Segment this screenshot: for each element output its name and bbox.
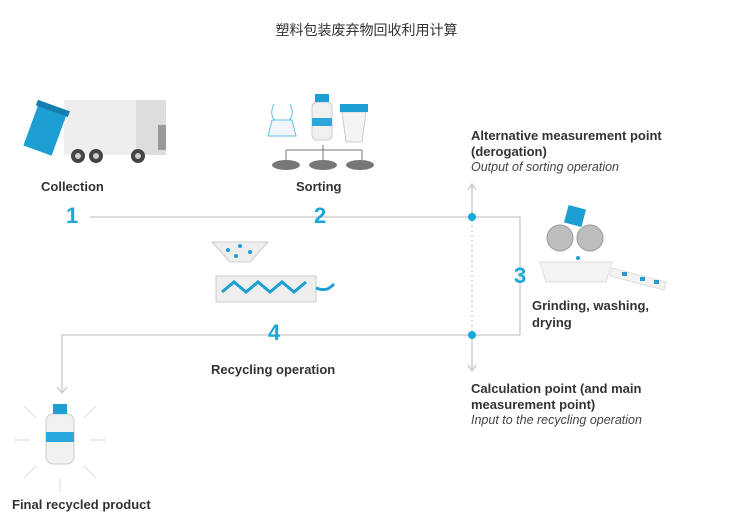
alt-note-italic: Output of sorting operation xyxy=(471,160,620,174)
garbage-truck-icon xyxy=(23,99,166,163)
grinder-icon xyxy=(539,204,667,291)
sorting-label: Sorting xyxy=(296,179,342,194)
collection-label: Collection xyxy=(41,179,104,194)
alt-note-line1: Alternative measurement point xyxy=(471,128,662,143)
bottom-flow-line xyxy=(61,334,520,392)
grinding-label-line2: drying xyxy=(532,315,572,330)
diagram-title: 塑料包装废弃物回收利用计算 xyxy=(275,23,458,39)
arrowheads xyxy=(56,182,477,395)
step-3-number: 3 xyxy=(514,263,527,288)
calc-arrowhead xyxy=(467,364,477,373)
calc-note-line1: Calculation point (and main xyxy=(471,381,642,396)
grinding-label-line1: Grinding, washing, xyxy=(532,298,649,313)
alt-measure-dot xyxy=(468,213,476,221)
extruder-icon xyxy=(210,241,336,303)
top-flow-line xyxy=(90,216,521,335)
final-product-label: Final recycled product xyxy=(12,497,151,512)
calc-point-dot xyxy=(468,331,476,339)
alt-note-line2: (derogation) xyxy=(471,144,547,159)
step-2-number: 2 xyxy=(314,203,327,228)
final-arrowhead xyxy=(56,386,68,395)
sorting-items-icon xyxy=(267,94,374,170)
calc-note-line2: measurement point) xyxy=(471,397,596,412)
step-4-number: 4 xyxy=(268,320,281,345)
recycled-bottle-icon xyxy=(14,404,106,492)
step-1-number: 1 xyxy=(66,203,79,228)
alt-measurement-note: Alternative measurement point (derogatio… xyxy=(471,128,662,174)
recycling-operation-label: Recycling operation xyxy=(211,362,336,377)
calc-point-note: Calculation point (and main measurement … xyxy=(471,381,642,427)
calc-note-italic: Input to the recycling operation xyxy=(471,413,642,427)
alt-arrowhead xyxy=(467,182,477,191)
